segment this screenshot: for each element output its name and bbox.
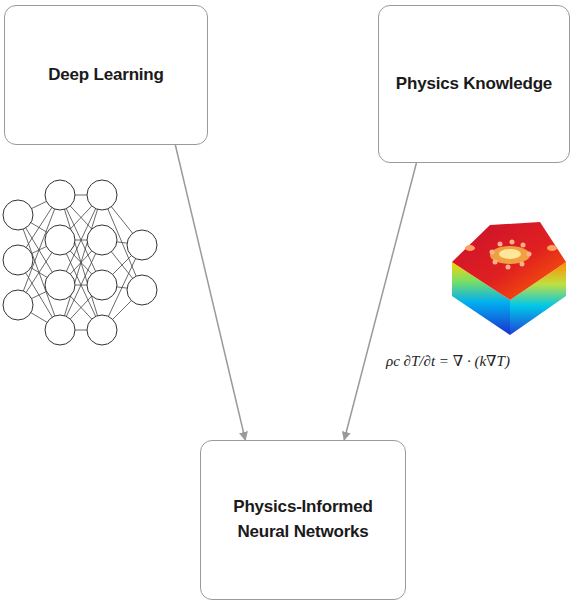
heat-equation: ρc ∂T/∂t = ∇ · (k∇T) [386,352,510,370]
network-neuron [3,245,33,275]
network-neuron [127,230,157,260]
network-neuron [87,270,117,300]
network-neuron [87,225,117,255]
network-neuron [45,180,75,210]
network-neuron [45,315,75,345]
box-title: Physics Knowledge [396,72,552,97]
network-neuron [87,315,117,345]
process-box: Deep Learning [4,5,208,145]
network-neuron [3,200,33,230]
connector-arrow [344,163,416,440]
heat-map-illustration [452,222,566,335]
network-neuron [3,290,33,320]
box-title: Physics-Informed Neural Networks [212,495,394,544]
network-neuron [87,180,117,210]
process-box: Physics-Informed Neural Networks [200,440,406,600]
box-title: Deep Learning [48,63,163,88]
network-neuron [45,270,75,300]
network-link [60,195,102,330]
network-link [60,195,102,330]
process-box: Physics Knowledge [378,5,570,163]
network-neuron [127,275,157,305]
neural-network-illustration [3,180,157,345]
connector-arrow [175,145,245,440]
network-neuron [45,225,75,255]
